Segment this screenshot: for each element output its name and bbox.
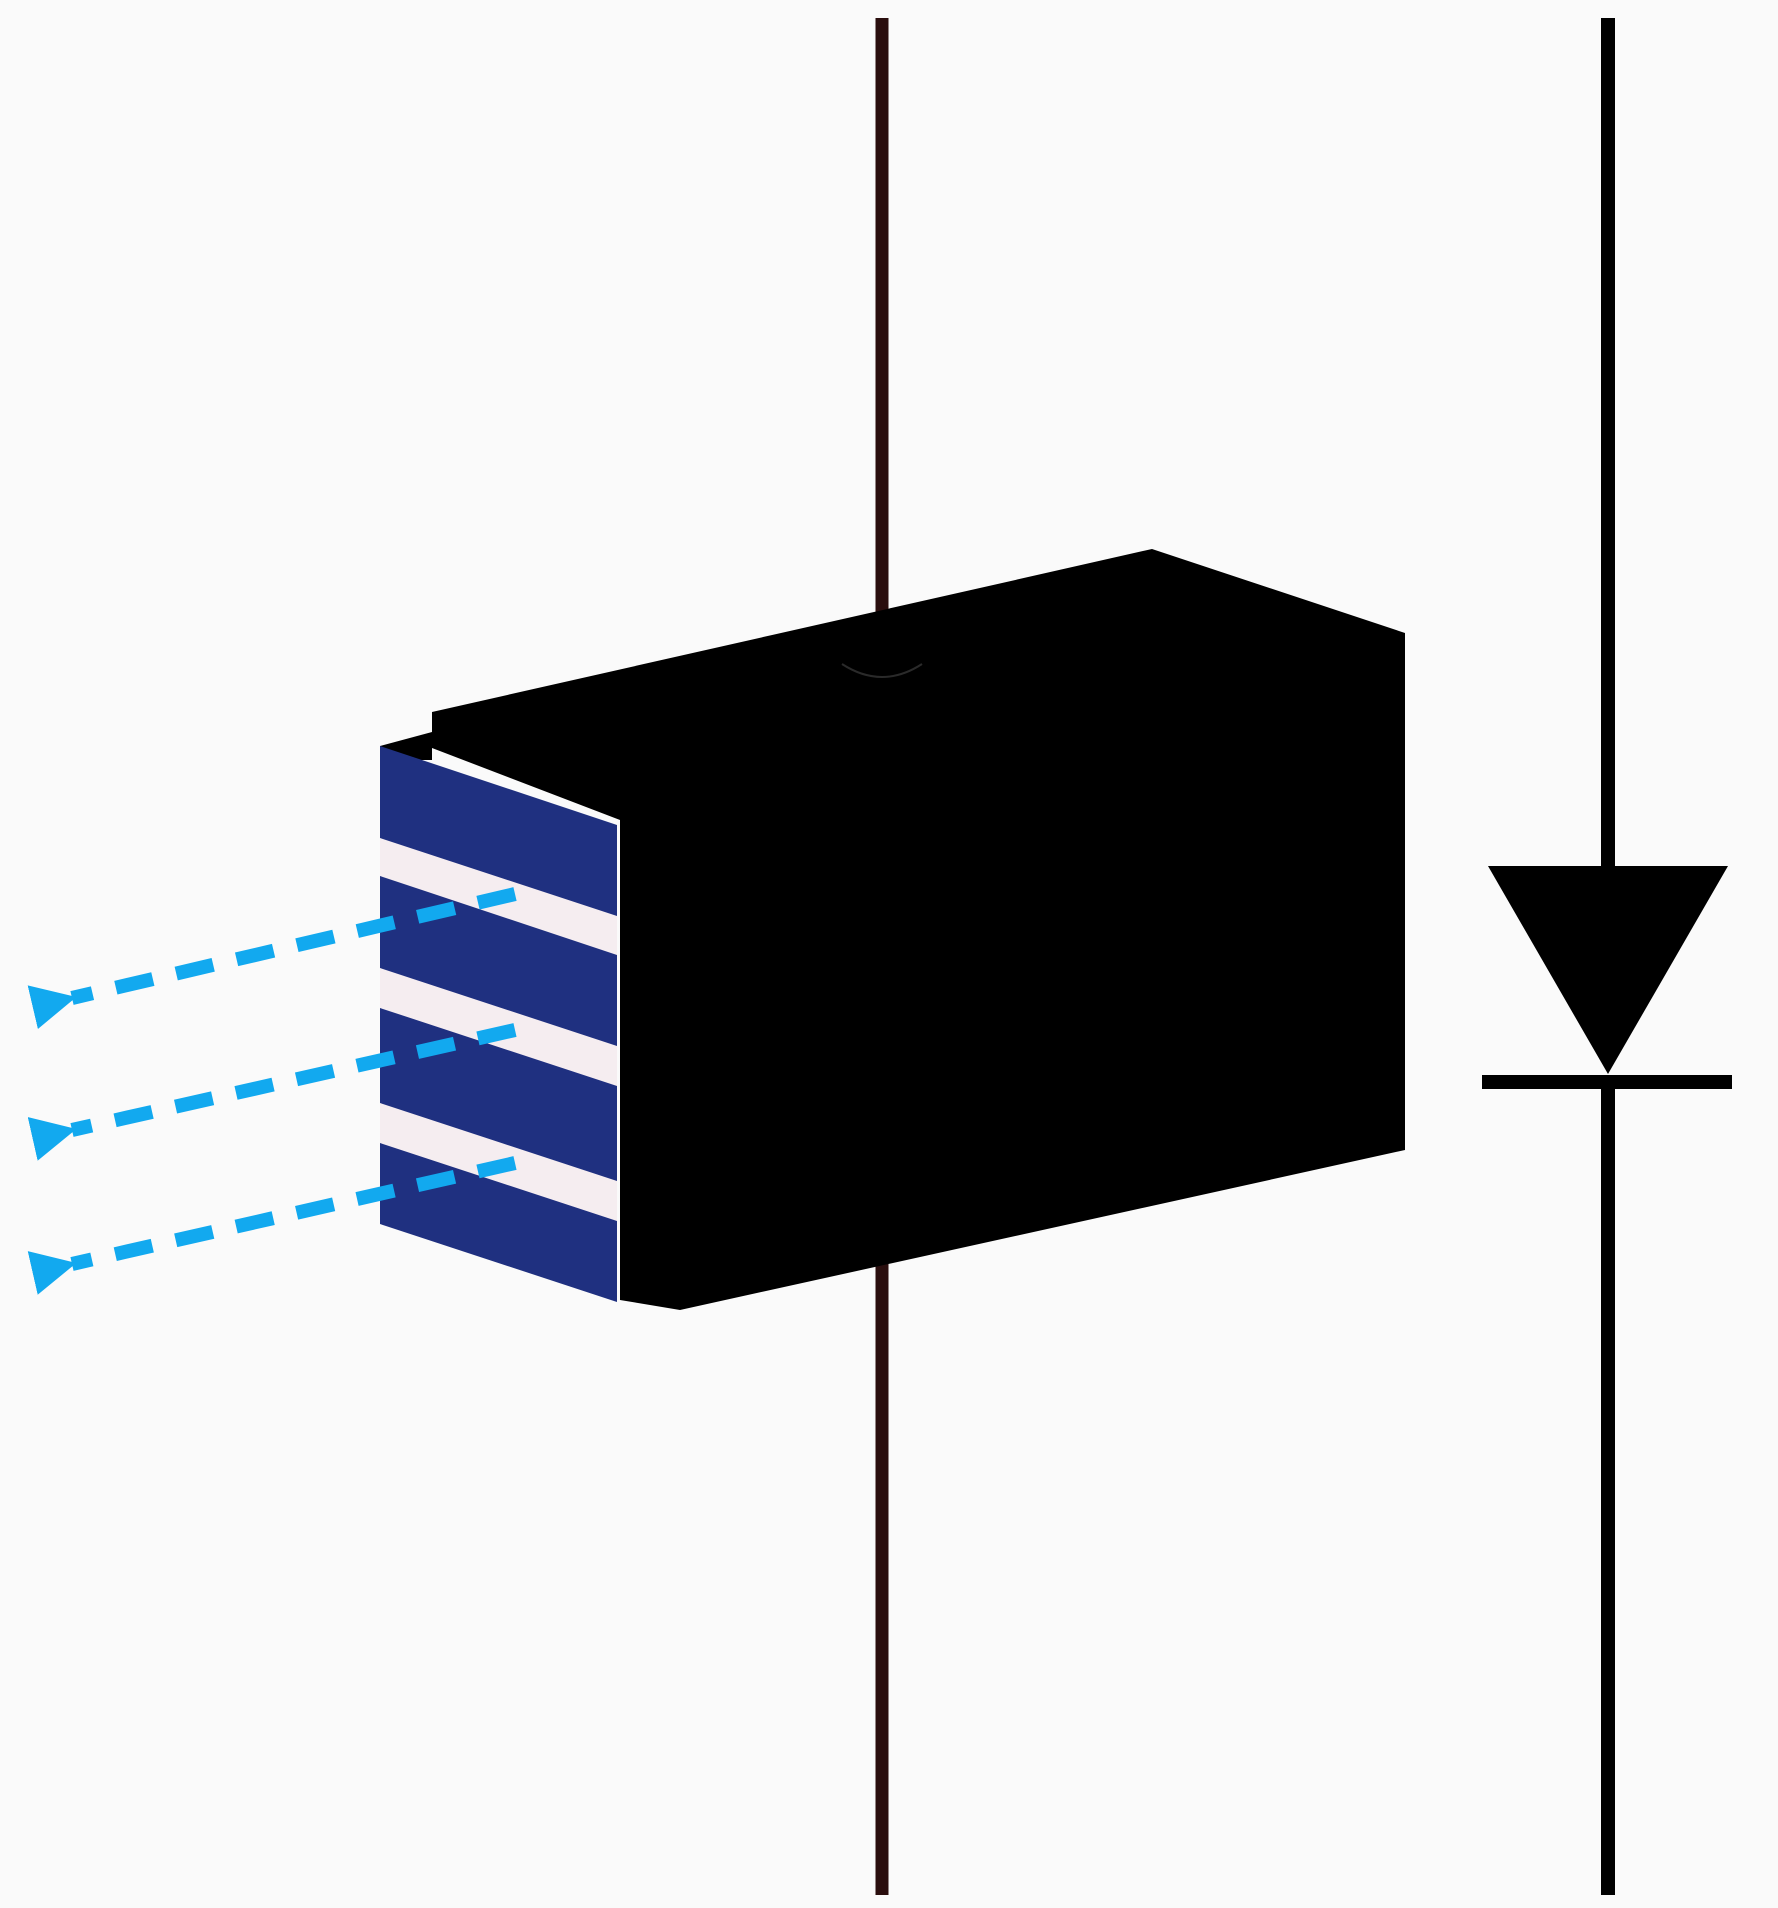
dashed-arrow-icon: [27, 887, 517, 1030]
diode-triangle: [1488, 866, 1728, 1074]
laser-diode-block: [380, 549, 1405, 1310]
emission-arrows: [27, 887, 517, 1295]
dashed-arrow-icon: [27, 1023, 517, 1161]
emitter-face: [380, 746, 617, 1302]
dashed-arrow-icon: [27, 1156, 517, 1295]
block-body: [432, 549, 1405, 1310]
diode-symbol-icon: [1482, 18, 1732, 1895]
wire-entry-arc: [841, 663, 923, 678]
